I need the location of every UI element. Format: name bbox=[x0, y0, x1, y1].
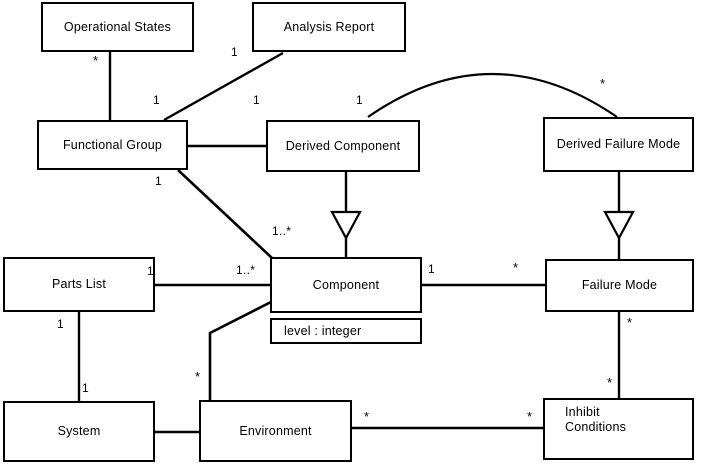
generalization-triangle-failure-mode bbox=[603, 210, 635, 241]
edge-derived-component-derived-failure-mode bbox=[367, 73, 618, 118]
class-box-functional-group[interactable]: Functional Group bbox=[37, 120, 188, 170]
multiplicity-inhibit-failure-mode-end: * bbox=[607, 375, 613, 390]
class-box-inhibit-conditions[interactable]: Inhibit Conditions bbox=[543, 398, 694, 460]
multiplicity-component-functional-group-end: 1..* bbox=[272, 224, 292, 238]
multiplicity-analysis-report-end: 1 bbox=[231, 45, 238, 59]
class-box-environment[interactable]: Environment bbox=[199, 400, 352, 462]
class-box-operational-states[interactable]: Operational States bbox=[41, 2, 194, 52]
class-name-derived-failure-mode: Derived Failure Mode bbox=[556, 137, 681, 151]
class-box-analysis-report[interactable]: Analysis Report bbox=[252, 2, 406, 52]
class-box-system[interactable]: System bbox=[3, 401, 155, 462]
class-name-environment: Environment bbox=[239, 423, 312, 438]
multiplicity-functional-group-operational-states-end: 1 bbox=[153, 93, 160, 107]
class-name-derived-component: Derived Component bbox=[285, 138, 401, 153]
multiplicity-parts-list-component-end: 1 bbox=[147, 264, 154, 278]
multiplicity-inhibit-environment-end: * bbox=[527, 409, 533, 424]
multiplicity-environment-component-end: * bbox=[195, 369, 201, 384]
multiplicity-parts-list-system-end: 1 bbox=[57, 317, 64, 331]
class-name-parts-list: Parts List bbox=[51, 277, 107, 291]
multiplicity-derived-component-arc-end: 1 bbox=[356, 93, 363, 107]
class-name-operational-states: Operational States bbox=[63, 19, 172, 34]
multiplicity-system-parts-list-end: 1 bbox=[82, 381, 89, 395]
generalization-triangle-component bbox=[330, 210, 362, 241]
class-box-parts-list[interactable]: Parts List bbox=[3, 257, 155, 312]
multiplicity-derived-failure-mode-arc-end: * bbox=[600, 76, 606, 91]
class-name-functional-group: Functional Group bbox=[62, 137, 163, 152]
multiplicity-functional-group-component-end: 1 bbox=[155, 174, 162, 188]
class-name-inhibit-conditions: Inhibit Conditions bbox=[565, 405, 627, 434]
edge-analysis-report-functional-group bbox=[163, 51, 284, 122]
edge-environment-component bbox=[208, 300, 272, 400]
multiplicity-environment-inhibit-end: * bbox=[364, 409, 370, 424]
class-box-derived-failure-mode[interactable]: Derived Failure Mode bbox=[543, 117, 694, 172]
class-name-analysis-report: Analysis Report bbox=[283, 19, 375, 34]
class-box-component[interactable]: Component bbox=[270, 257, 422, 313]
class-box-derived-component[interactable]: Derived Component bbox=[266, 120, 420, 172]
class-name-failure-mode: Failure Mode bbox=[581, 278, 658, 292]
multiplicity-failure-mode-component-end: * bbox=[513, 260, 519, 275]
multiplicity-functional-group-derived-component-end: 1 bbox=[253, 93, 260, 107]
multiplicity-component-parts-list-end: 1..* bbox=[236, 263, 256, 277]
class-box-failure-mode[interactable]: Failure Mode bbox=[545, 259, 694, 312]
multiplicity-operational-states-end: * bbox=[93, 53, 99, 68]
attribute-level-integer: level : integer bbox=[284, 324, 362, 338]
class-name-system: System bbox=[57, 424, 101, 438]
multiplicity-component-failure-mode-end: 1 bbox=[428, 262, 435, 276]
edge-functional-group-component bbox=[177, 169, 273, 259]
class-name-component: Component bbox=[312, 277, 380, 292]
multiplicity-failure-mode-inhibit-end: * bbox=[627, 315, 633, 330]
class-attributes-component[interactable]: level : integer bbox=[270, 318, 422, 344]
